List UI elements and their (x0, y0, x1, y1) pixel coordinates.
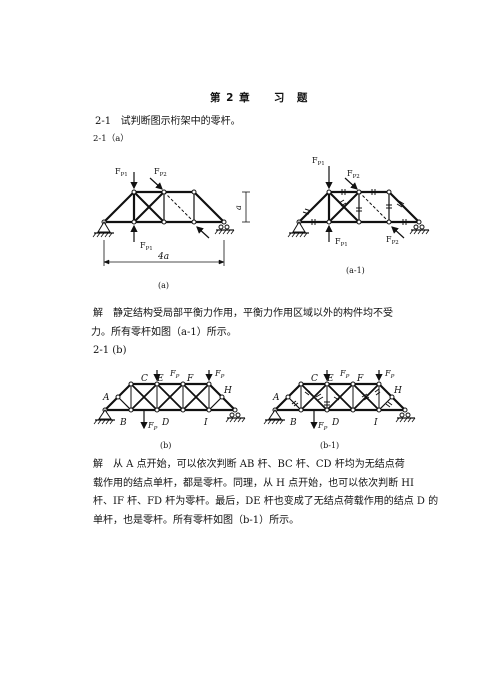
figure-b1-labels: A B C D E F H I FP FP FP (b-1) (272, 369, 402, 450)
sub-problem-a-label: 2-1（a） (93, 134, 129, 144)
b1-load-top2-label: FP (384, 369, 395, 380)
a1-load-fp1-top-label: FP1 (312, 156, 325, 167)
node-a-label: A (102, 393, 110, 403)
b1-node-e-label: E (326, 374, 334, 384)
sub-problem-b-label: 2-1 (b) (93, 345, 127, 356)
problem-statement: 2-1 试判断图示桁架中的零杆。 (95, 115, 241, 129)
solution-b-line: 载作用的结点单杆，都是零杆。同理，从 H 点开始，也可以依次判断 HI (93, 477, 414, 489)
solution-a-line: 解 静定结构受局部平衡力作用，平衡力作用区域以外的构件均不受 (93, 308, 393, 319)
solution-b-line: 杆、IF 杆、FD 杆为零杆。最后，DE 杆也变成了无结点荷载作用的结点 D 的 (93, 496, 439, 507)
load-fp1-top-label: FP1 (115, 167, 128, 178)
figure-a-caption: (a) (158, 281, 169, 290)
load-fp1-bottom-label: FP1 (140, 241, 153, 252)
chapter-number: 第 2 章 (210, 92, 251, 104)
truss-figure-a (92, 172, 250, 266)
b1-node-c-label: C (311, 374, 318, 384)
solution-a: 解 静定结构受局部平衡力作用，平衡力作用区域以外的构件均不受 力。所有零杆如图（… (91, 305, 408, 342)
truss-figure-b1 (263, 370, 416, 430)
figure-b1-caption: (b-1) (320, 441, 339, 450)
node-c-label: C (141, 374, 148, 384)
b1-node-d-label: D (331, 418, 339, 428)
b1-node-h-label: H (393, 386, 402, 396)
solution-b-line: 解 从 A 点开始，可以依次判断 AB 杆、BC 杆、CD 杆均为无结点荷 (93, 459, 405, 470)
node-h-label: H (223, 386, 232, 396)
node-d-label: D (161, 418, 169, 428)
a1-load-fp1-bottom-label: FP1 (335, 237, 348, 248)
figure-a1-labels: FP1 FP2 FP1 FP2 (a-1) (312, 156, 399, 275)
chapter-title: 习 题 (273, 92, 309, 104)
chapter-heading: 第 2 章 习 题 (210, 91, 308, 105)
node-f-label: F (186, 374, 194, 384)
node-i-label: I (203, 418, 208, 428)
a1-load-fp2-bottom-label: FP2 (386, 235, 399, 246)
b1-node-b-label: B (289, 418, 297, 428)
load-fp2-top-label: FP2 (154, 167, 167, 178)
b1-node-f-label: F (356, 374, 364, 384)
figure-a-labels: FP1 FP2 FP1 a 4a (a) (115, 167, 243, 290)
figure-a1-caption: (a-1) (346, 266, 365, 275)
height-dimension-label: a (234, 205, 243, 210)
a1-load-fp2-top-label: FP2 (347, 169, 360, 180)
load-top2-label: FP (214, 369, 225, 380)
b1-node-a-label: A (272, 393, 280, 403)
truss-figure-b (93, 370, 246, 430)
solution-b: 解 从 A 点开始，可以依次判断 AB 杆、BC 杆、CD 杆均为无结点荷 载作… (93, 456, 439, 530)
b1-load-bottom-label: FP (317, 421, 328, 432)
b1-node-i-label: I (373, 418, 378, 428)
problem-number: 2-1 (95, 116, 112, 127)
figure-b-caption: (b) (160, 441, 171, 450)
b1-load-top1-label: FP (339, 369, 350, 380)
load-top1-label: FP (169, 369, 180, 380)
node-b-label: B (119, 418, 127, 428)
node-e-label: E (156, 374, 164, 384)
truss-figure-a1 (287, 166, 430, 242)
load-bottom-label: FP (147, 421, 158, 432)
figure-b-labels: A B C D E F H I FP FP FP (b) (102, 369, 232, 450)
width-dimension-label: 4a (157, 252, 169, 262)
problem-text: 试判断图示桁架中的零杆。 (120, 116, 241, 127)
solution-b-line: 单杆，也是零杆。所有零杆如图（b-1）所示。 (93, 514, 300, 526)
solution-a-line: 力。所有零杆如图（a-1）所示。 (91, 326, 237, 338)
